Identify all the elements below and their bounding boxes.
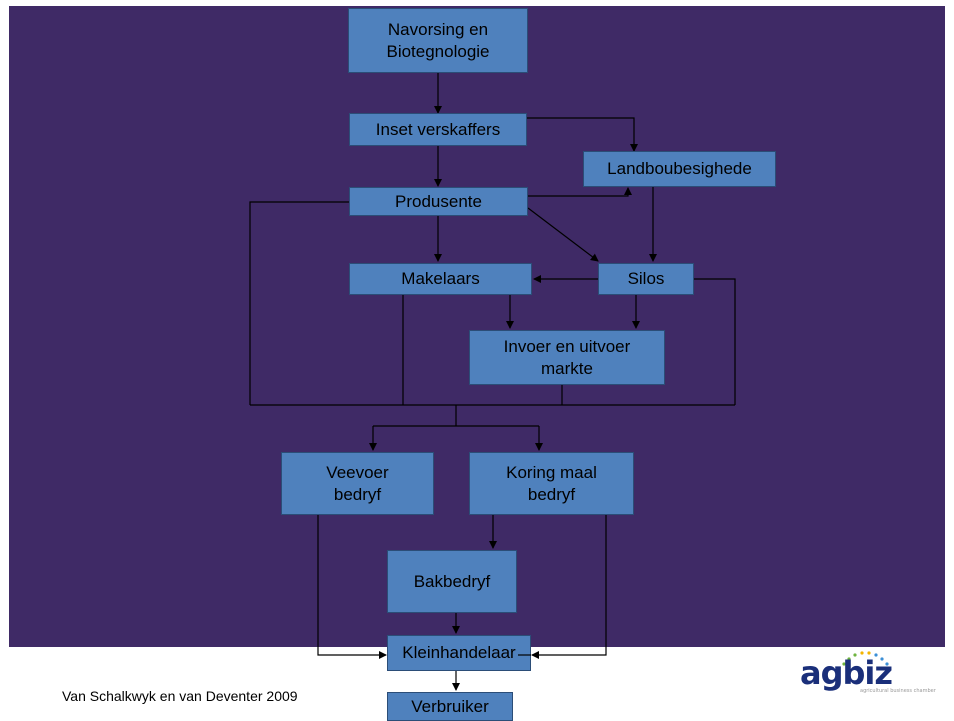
- arrow-produsente-silos: [527, 207, 599, 262]
- line-silos-right-bus: [694, 278, 736, 405]
- node-bakbedryf: Bakbedryf: [387, 550, 517, 613]
- agbiz-logo: agbiz agricultural business chamber: [800, 648, 940, 702]
- node-inset-label: Inset verskaffers: [375, 119, 501, 139]
- node-makelaars-label: Makelaars: [401, 269, 480, 288]
- node-navorsing-label: Navorsing en Biotegnologie: [386, 19, 490, 61]
- node-landbou-label: Landboubesighede: [607, 159, 752, 178]
- node-silos: Silos: [598, 263, 694, 295]
- node-verbruiker-label: Verbruiker: [411, 696, 489, 716]
- logo-tagline: agricultural business chamber: [860, 688, 936, 694]
- node-inset-verskaffers: Inset verskaffers: [349, 113, 527, 146]
- node-bakbedryf-label: Bakbedryf: [413, 571, 491, 591]
- node-navorsing: Navorsing en Biotegnologie: [348, 8, 528, 73]
- node-produsente-label: Produsente: [395, 191, 482, 211]
- diagram-background: [9, 6, 945, 647]
- arrow-produsente-landbou: [528, 187, 632, 197]
- node-produsente: Produsente: [349, 187, 528, 216]
- source-caption: Van Schalkwyk en van Deventer 2009: [62, 688, 298, 704]
- node-kleinhandelaar: Kleinhandelaar: [387, 635, 531, 671]
- node-veevoer-label: Veevoer bedryf: [326, 462, 389, 504]
- node-veevoer: Veevoer bedryf: [281, 452, 434, 515]
- arrow-inset-landbou: [527, 117, 638, 152]
- node-koring-label: Koring maal bedryf: [506, 462, 597, 504]
- node-invoer-uitvoer: Invoer en uitvoer markte: [469, 330, 665, 385]
- node-kleinhandelaar-label: Kleinhandelaar: [402, 643, 516, 662]
- logo-wordmark: agbiz: [800, 654, 893, 692]
- arrow-koring-klein: [531, 515, 607, 659]
- arrow-veevoer-klein: [317, 515, 387, 659]
- line-produsente-left-bus: [249, 201, 349, 405]
- logo-arc-icon: [842, 651, 889, 666]
- node-landboubesighede: Landboubesighede: [583, 151, 776, 187]
- node-makelaars: Makelaars: [349, 263, 532, 295]
- node-silos-label: Silos: [627, 269, 665, 288]
- node-koring-maal: Koring maal bedryf: [469, 452, 634, 515]
- node-invoer-label: Invoer en uitvoer markte: [503, 336, 631, 378]
